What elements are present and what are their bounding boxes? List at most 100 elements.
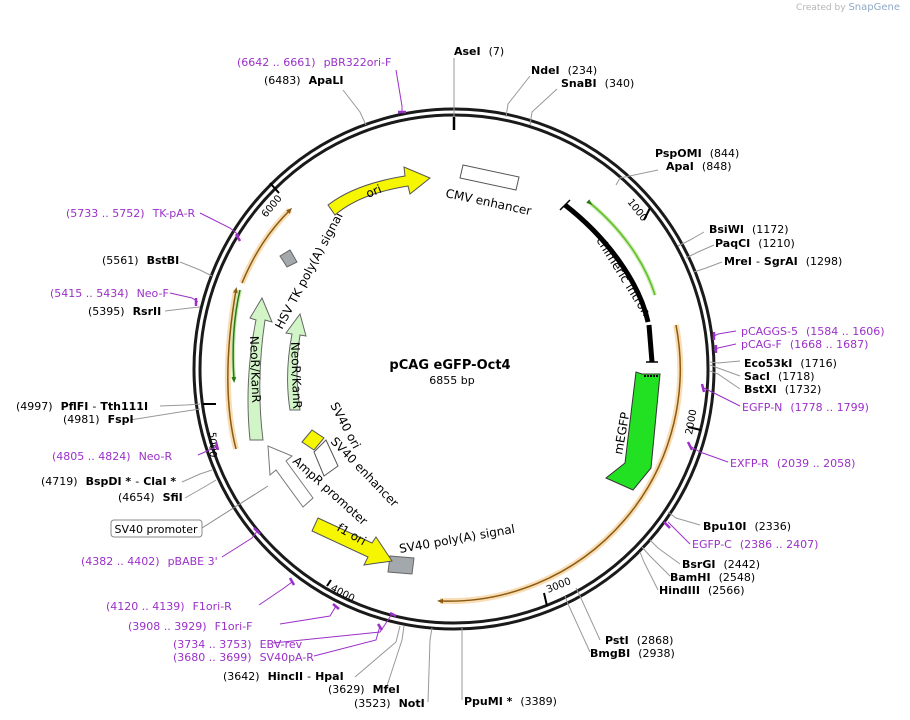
leader-paqci — [685, 244, 715, 259]
leader-psti — [575, 587, 601, 641]
primer-sites: (6642 .. 6661)pBR322ori-F (5733 .. 5752)… — [50, 56, 885, 664]
leader-rsrii — [164, 306, 201, 312]
leader-snabi — [529, 88, 558, 126]
site-bsrgi: BsrGI(2442) — [682, 558, 760, 571]
site-saci: SacI(1718) — [744, 370, 815, 383]
primer-leader-pbabe — [221, 529, 259, 558]
leader-fspi — [129, 408, 201, 421]
orange-arc-right-line — [437, 324, 681, 604]
tick-mark-2000 — [687, 426, 702, 431]
plasmid-name: pCAG eGFP-Oct4 — [389, 358, 510, 373]
primer-ebv-rev: (3734 .. 3753)EBV-rev — [173, 638, 303, 651]
primer-mark-f1orif — [332, 603, 340, 610]
tick-label-2000: 2000 — [684, 409, 699, 436]
primer-mark-pbabe — [253, 527, 261, 535]
site-bstxi: BstXI(1732) — [744, 383, 821, 396]
leader-ndei — [505, 75, 531, 118]
feature-cmv-enhancer-label: CMV enhancer — [444, 186, 532, 218]
feature-ori-label: ori — [364, 182, 384, 201]
site-pflfi-tth111i: (4997)PflFI-Tth111I — [16, 400, 148, 413]
feature-sv40-ori — [301, 429, 325, 451]
site-bspdi-clai: (4719)BspDI *-ClaI * — [41, 475, 176, 488]
primer-mark-egfpn — [700, 383, 706, 393]
feature-chimeric-intron-end — [646, 324, 655, 363]
orange-arc-left-lower-line — [226, 287, 238, 450]
site-ppumi: PpuMI *(3389) — [464, 695, 557, 708]
site-snabi: SnaBI(340) — [561, 77, 634, 90]
leader-bpu10i — [667, 511, 701, 526]
primer-neo-f: (5415 .. 5434)Neo-F — [50, 287, 169, 300]
tick-label-5000: 5000 — [206, 432, 218, 458]
tick-mark-3000 — [543, 592, 548, 607]
site-asei: AseI(7) — [454, 45, 504, 58]
feature-cmv-enhancer — [459, 164, 520, 191]
primer-leader-lines — [169, 69, 741, 657]
site-psp-omi: PspOMI(844) — [655, 147, 739, 160]
site-psti: PstI(2868) — [605, 634, 673, 647]
primer-leader-f1orif — [279, 605, 337, 625]
feature-chimeric-intron-arc — [563, 203, 651, 323]
primer-pcag-f: pCAG-F(1668 .. 1687) — [741, 338, 868, 351]
leader-pflfi — [159, 403, 201, 407]
site-bmgbi: BmgBI(2938) — [590, 647, 675, 660]
leader-mfei — [385, 625, 405, 690]
snapgene-logo-text: SnapGene — [848, 2, 900, 13]
primer-leader-f1orir — [258, 581, 293, 606]
tick-mark-6000 — [269, 182, 280, 194]
leader-bamhi — [641, 546, 671, 577]
leader-hindiii — [639, 551, 659, 591]
primer-exfp-r: EXFP-R(2039 .. 2058) — [730, 457, 855, 470]
feature-hsv-tk-polya-box — [279, 249, 298, 268]
tick-mark-4000 — [326, 579, 332, 587]
site-apali: (6483)ApaLI — [264, 74, 344, 87]
feature-ampr-promoter — [267, 445, 314, 508]
site-hindiii: HindIII(2566) — [659, 584, 745, 597]
primer-leader-pbr322 — [395, 69, 403, 112]
site-noti: (3523)NotI — [354, 697, 425, 710]
site-bamhi: BamHI(2548) — [670, 571, 755, 584]
primer-leader-ebvrev — [272, 613, 393, 644]
restriction-sites: AseI(7) NdeI(234) SnaBI(340) PspOMI(844)… — [16, 45, 842, 710]
leader-hincii — [354, 625, 401, 678]
primer-f1ori-r: (4120 .. 4139)F1ori-R — [106, 600, 232, 613]
site-mfei: (3629)MfeI — [328, 683, 400, 696]
site-rsrii: (5395)RsrII — [88, 305, 161, 318]
primer-leader-exfpr — [689, 445, 729, 463]
primer-pbabe-3: (4382 .. 4402)pBABE 3' — [81, 555, 218, 568]
feature-sv40-enhancer — [313, 439, 339, 477]
primer-pbr322ori-f: (6642 .. 6661)pBR322ori-F — [237, 56, 391, 69]
feature-f1-ori — [311, 517, 393, 566]
feature-sv40-promoter-leader — [201, 485, 269, 529]
primer-leader-pcagf — [713, 343, 737, 351]
primer-leader-sv40par — [313, 625, 381, 657]
primer-mark-exfpr — [686, 441, 694, 451]
feature-sv40-promoter-label: SV40 promoter — [114, 523, 198, 536]
leader-bspdi — [181, 469, 213, 483]
tick-mark-1000 — [643, 207, 651, 221]
primer-leader-neof — [169, 292, 199, 303]
leader-bstxi — [709, 370, 741, 390]
feature-sv40-polya-label: SV40 poly(A) signal — [398, 522, 516, 556]
feature-ori — [327, 166, 431, 216]
primer-tk-pa-r: (5733 .. 5752)TK-pA-R — [66, 207, 196, 220]
orange-arc-left-upper-line — [241, 207, 293, 284]
leader-sfii — [184, 479, 217, 499]
site-bsiwi: BsiWI(1172) — [709, 223, 789, 236]
leader-mrei — [693, 261, 723, 273]
primer-leader-egfpn — [703, 387, 741, 407]
plasmid-size: 6855 bp — [429, 374, 474, 387]
feature-neor-kanr-inner — [285, 312, 307, 411]
feature-megfp — [605, 371, 661, 491]
primer-mark-f1orir — [288, 577, 296, 586]
primer-mark-sv40par — [376, 623, 384, 631]
site-eco53ki: Eco53kI(1716) — [744, 357, 837, 370]
feature-sv40-promoter-box — [110, 519, 203, 538]
site-bstbi: (5561)BstBI — [102, 254, 179, 267]
primer-leader-egfpc — [667, 521, 691, 545]
site-hincii-hpai: (3642)HincII-HpaI — [223, 670, 344, 683]
feature-neor-kanr-inner-label: NeoR/KanR — [288, 342, 304, 409]
primer-leader-pcaggs5 — [713, 330, 737, 337]
primer-leader-tkpa — [199, 212, 241, 237]
leader-bsiwi — [677, 231, 705, 247]
site-ndei: NdeI(234) — [531, 64, 597, 77]
